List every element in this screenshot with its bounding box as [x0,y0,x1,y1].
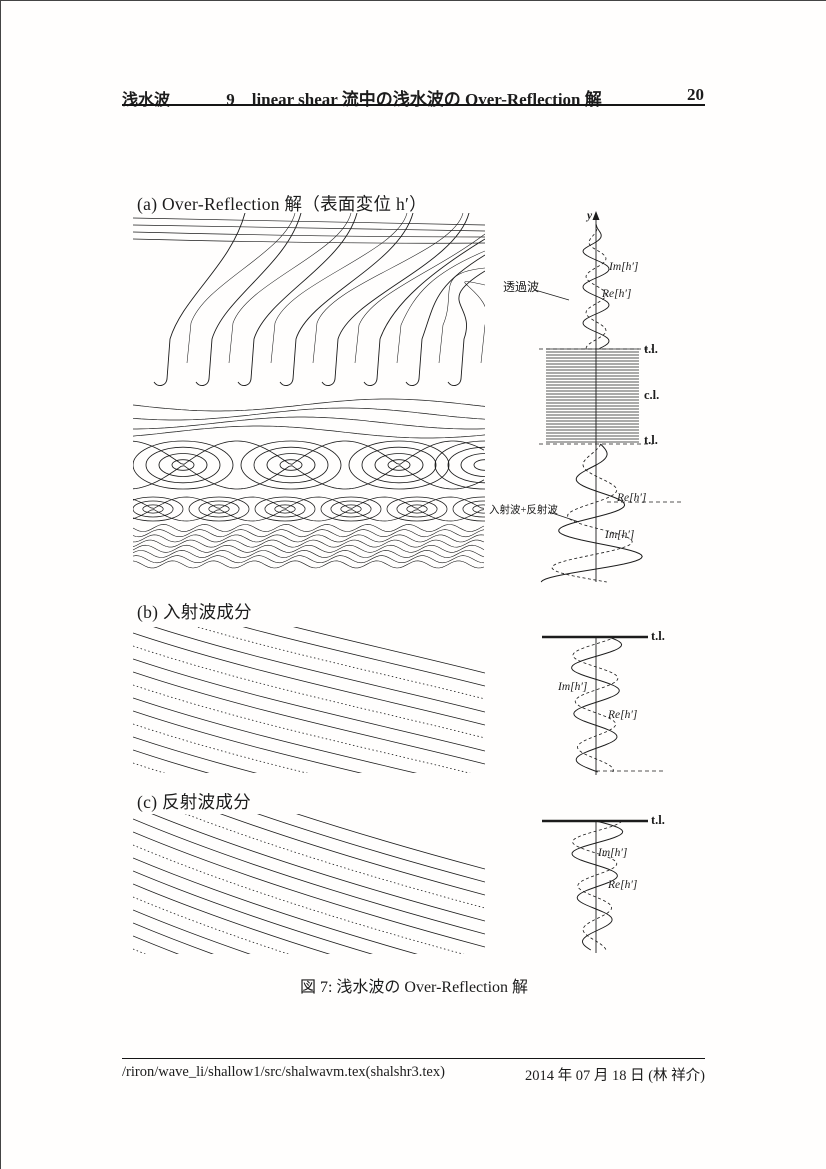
figure-caption: 図 7: 浅水波の Over-Reflection 解 [299,979,529,996]
transmitted-wave-label: 透過波 [503,280,540,294]
re-h-bottom-label: Re[h′] [617,492,647,504]
header-page-number: 20 [687,85,704,104]
re-h-label-c: Re[h′] [608,879,638,891]
wave-diagram-a: y 透過波 Im[h′] Re[h′] t.l. c.l. t.l. 入射波+反… [489,204,704,586]
wave-profile-a [534,211,681,583]
panel-b-title: (b) 入射波成分 [137,602,252,622]
wave-profile-c [542,819,648,953]
turning-level-upper-label: t.l. [644,342,658,356]
wave-diagram-b: t.l. Im[h′] Re[h′] [536,623,708,785]
footer-date-author: 2014 年 07 月 18 日 (林 祥介) [524,1068,705,1084]
panel-a-title: (a) Over-Reflection 解（表面変位 h′） [137,194,427,214]
im-h-top-label: Im[h′] [609,261,639,273]
wave-diagram-c: t.l. Im[h′] Re[h′] [536,807,708,957]
contour-plot-a [133,213,485,569]
incident-reflected-label: 入射波+反射波 [489,505,558,516]
turning-level-label-c: t.l. [651,813,665,827]
wave-profile-b [542,635,666,775]
contour-plot-c [133,814,485,954]
header-rule [122,104,705,106]
header-section-title: 9 linear shear 流中の浅水波の Over-Reflection 解 [226,90,602,109]
im-h-label-c: Im[h′] [598,847,628,859]
re-h-top-label: Re[h′] [602,288,632,300]
panel-c-title: (c) 反射波成分 [137,792,251,812]
footer-rule [122,1058,705,1059]
turning-level-lower-label: t.l. [644,433,658,447]
contour-plot-b [133,627,485,773]
im-h-label-b: Im[h′] [558,681,588,693]
re-h-label-b: Re[h′] [608,709,638,721]
footer-file-path: /riron/wave_li/shallow1/src/shalwavm.tex… [122,1064,445,1080]
turning-level-label-b: t.l. [651,629,665,643]
y-axis-label: y [587,210,593,222]
im-h-bottom-label: Im[h′] [605,529,635,541]
critical-level-label: c.l. [644,388,660,402]
